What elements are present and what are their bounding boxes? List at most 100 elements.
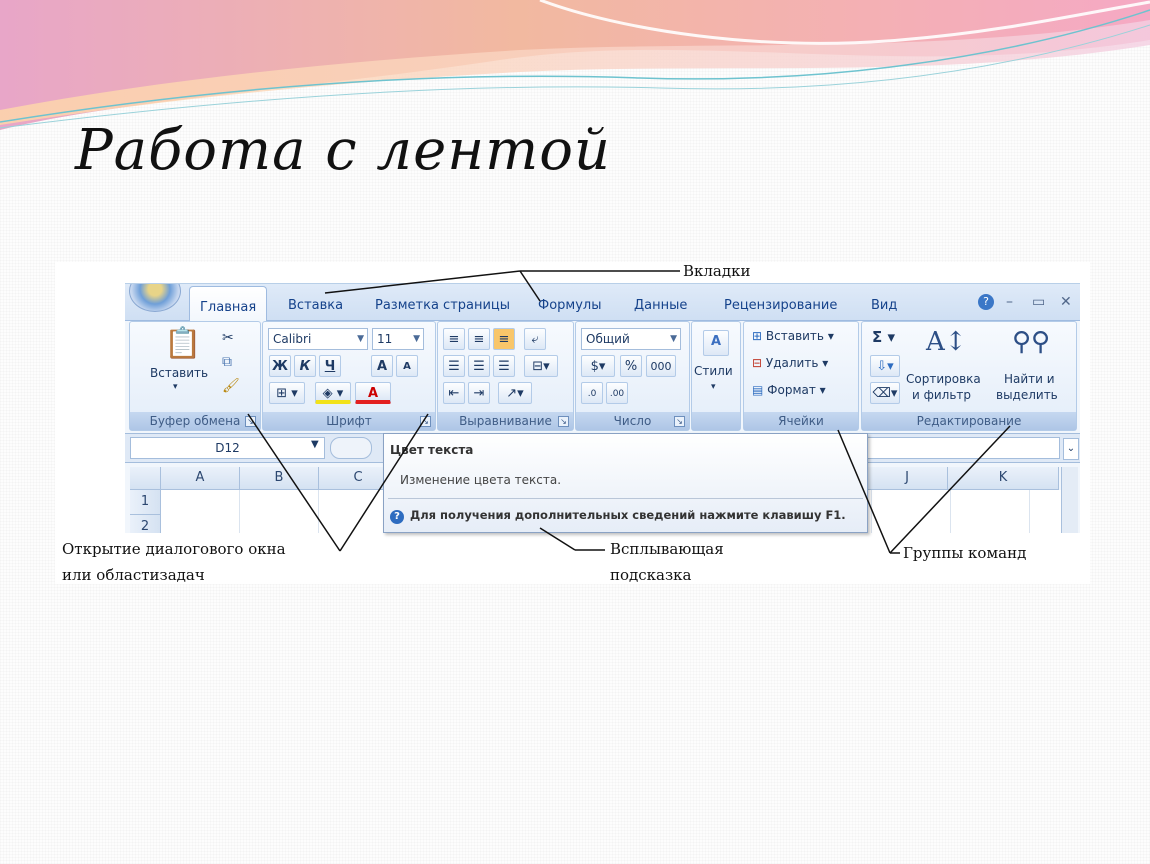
group-font: Calibri▼ 11▼ Ж К Ч A A ⊞ ▾ ◈ ▾ A Шрифт ↘ (262, 321, 436, 431)
cut-icon[interactable]: ✂ (222, 330, 234, 346)
wrap-text-icon[interactable]: ⤶ (524, 328, 546, 350)
find-select-icon[interactable]: ⚲⚲ (1012, 327, 1051, 357)
tooltip-help: ?Для получения дополнительных сведений н… (390, 508, 846, 524)
chevron-down-icon[interactable]: ▾ (711, 382, 716, 392)
close-icon[interactable]: ✕ (1060, 294, 1072, 310)
group-styles: A Стили ▾ (691, 321, 741, 431)
borders-icon[interactable]: ⊞ ▾ (269, 382, 305, 404)
group-label-font: Шрифт (263, 412, 435, 430)
sort-filter-label-2[interactable]: и фильтр (912, 388, 972, 402)
sort-filter-icon[interactable]: A↕ (926, 327, 967, 357)
clear-icon[interactable]: ⌫▾ (870, 382, 900, 404)
tab-page-layout[interactable]: Разметка страницы (375, 298, 511, 313)
group-label-cells: Ячейки (744, 412, 858, 430)
column-header[interactable]: B (240, 467, 319, 490)
column-header[interactable]: A (161, 467, 240, 490)
grow-font-button[interactable]: A (371, 355, 393, 377)
group-alignment: ≡ ≡ ≡ ⤶ ☰ ☰ ☰ ⊟▾ ⇤ ⇥ ↗▾ Выравнивание ↘ (437, 321, 574, 431)
select-all-corner[interactable] (130, 467, 161, 490)
row-header[interactable]: 1 (130, 490, 161, 515)
callout-tooltip-line2: подсказка (610, 566, 692, 584)
paste-icon[interactable]: 📋 (164, 326, 202, 361)
insert-cells-button[interactable]: ⊞ Вставить ▾ (752, 329, 834, 343)
help-icon[interactable]: ? (978, 294, 994, 310)
sort-filter-label-1[interactable]: Сортировка (906, 372, 981, 386)
align-top-icon[interactable]: ≡ (443, 328, 465, 350)
font-size-select[interactable]: 11▼ (372, 328, 424, 350)
minimize-icon[interactable]: – (1006, 294, 1013, 310)
name-box-dropdown-icon[interactable]: ▼ (311, 439, 319, 450)
styles-icon[interactable]: A (703, 330, 729, 356)
group-cells: ⊞ Вставить ▾ ⊟ Удалить ▾ ▤ Формат ▾ Ячей… (743, 321, 859, 431)
delete-cells-button[interactable]: ⊟ Удалить ▾ (752, 356, 829, 370)
thousands-button[interactable]: 000 (646, 355, 676, 377)
callout-dialog-line2: или областизадач (62, 566, 205, 584)
insert-cells-label: Вставить (765, 329, 824, 343)
align-middle-icon[interactable]: ≡ (468, 328, 490, 350)
chevron-down-icon: ▼ (670, 334, 677, 344)
font-name-select[interactable]: Calibri▼ (268, 328, 368, 350)
callout-tooltip-line1: Всплывающая (610, 540, 724, 558)
tab-home[interactable]: Главная (189, 286, 268, 325)
fill-icon[interactable]: ⇩▾ (870, 355, 900, 377)
orientation-icon[interactable]: ↗▾ (498, 382, 532, 404)
paste-button[interactable]: Вставить (150, 366, 209, 380)
dialog-launcher-icon[interactable]: ↘ (245, 416, 256, 427)
tab-review[interactable]: Рецензирование (724, 298, 838, 313)
currency-icon[interactable]: $▾ (581, 355, 615, 377)
tooltip-separator (388, 498, 863, 499)
align-left-icon[interactable]: ☰ (443, 355, 465, 377)
increase-decimal-icon[interactable]: .0 (581, 382, 603, 404)
tooltip: Цвет текста Изменение цвета текста. ?Для… (383, 433, 868, 533)
underline-button[interactable]: Ч (319, 355, 341, 377)
name-box-value: D12 (215, 441, 240, 455)
align-center-icon[interactable]: ☰ (468, 355, 490, 377)
formula-expand-icon[interactable] (330, 437, 372, 459)
format-cells-button[interactable]: ▤ Формат ▾ (752, 383, 826, 397)
font-size-value: 11 (377, 332, 393, 346)
styles-button[interactable]: Стили (694, 364, 733, 378)
italic-button[interactable]: К (294, 355, 316, 377)
tab-formulas[interactable]: Формулы (538, 298, 602, 313)
column-header[interactable]: J (867, 467, 948, 490)
slide-title: Работа с лентой (75, 118, 611, 183)
delete-cells-icon: ⊟ (752, 356, 763, 370)
callout-tabs: Вкладки (683, 262, 751, 280)
vertical-scrollbar[interactable] (1061, 467, 1078, 533)
number-format-select[interactable]: Общий▼ (581, 328, 681, 350)
tab-view[interactable]: Вид (871, 298, 898, 313)
merge-cells-icon[interactable]: ⊟▾ (524, 355, 558, 377)
find-select-label-1[interactable]: Найти и (1004, 372, 1055, 386)
autosum-button[interactable]: Σ ▾ (872, 328, 896, 346)
row-header[interactable]: 2 (130, 515, 161, 533)
dialog-launcher-icon[interactable]: ↘ (674, 416, 685, 427)
align-bottom-icon[interactable]: ≡ (493, 328, 515, 350)
dialog-launcher-icon[interactable]: ↘ (558, 416, 569, 427)
column-header[interactable]: K (948, 467, 1059, 490)
bold-button[interactable]: Ж (269, 355, 291, 377)
restore-icon[interactable]: ▭ (1032, 294, 1046, 310)
expand-formula-bar-icon[interactable]: ⌄ (1063, 438, 1079, 460)
tab-data[interactable]: Данные (634, 298, 688, 313)
copy-icon[interactable]: ⧉ (222, 354, 232, 370)
decrease-decimal-icon[interactable]: .00 (606, 382, 628, 404)
decrease-indent-icon[interactable]: ⇤ (443, 382, 465, 404)
font-color-button[interactable]: A (355, 382, 391, 404)
tooltip-title: Цвет текста (390, 443, 474, 457)
find-select-label-2[interactable]: выделить (996, 388, 1058, 402)
increase-indent-icon[interactable]: ⇥ (468, 382, 490, 404)
tab-insert[interactable]: Вставка (288, 298, 344, 313)
percent-button[interactable]: % (620, 355, 642, 377)
format-painter-icon[interactable]: 🖌 (222, 378, 240, 394)
dialog-launcher-icon[interactable]: ↘ (420, 416, 431, 427)
group-label-clipboard: Буфер обмена (130, 412, 260, 430)
tab-bar: Главная Вставка Разметка страницы Формул… (125, 284, 1080, 325)
office-button[interactable] (129, 284, 181, 312)
name-box[interactable]: D12 (130, 437, 325, 459)
align-right-icon[interactable]: ☰ (493, 355, 515, 377)
tooltip-help-text: Для получения дополнительных сведений на… (410, 508, 846, 522)
chevron-down-icon[interactable]: ▾ (173, 382, 178, 392)
fill-color-icon[interactable]: ◈ ▾ (315, 382, 351, 404)
formula-input[interactable] (865, 437, 1060, 459)
shrink-font-button[interactable]: A (396, 355, 418, 377)
